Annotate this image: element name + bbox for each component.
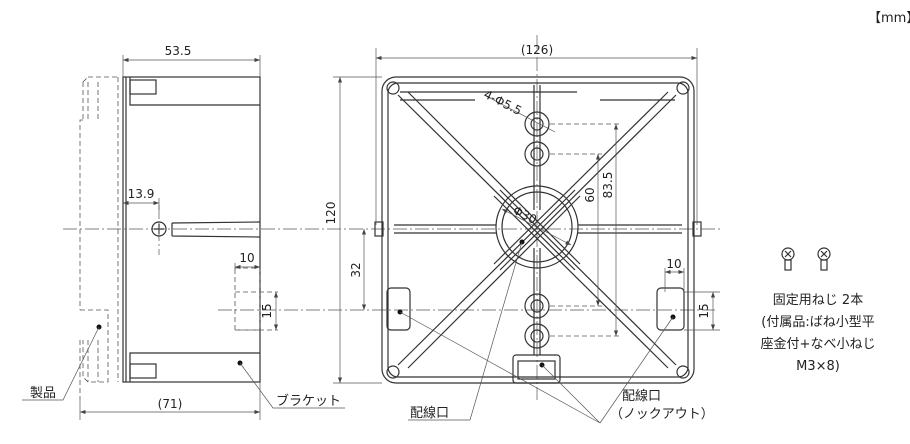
- dim-height: 120: [324, 202, 338, 225]
- wiring-port-label: 配線口: [410, 405, 449, 421]
- dim-pitch-inner: 60: [583, 187, 597, 202]
- accessory-screws-icon: [781, 247, 831, 271]
- accessory-line-3: 座金付+なべ小ねじ: [761, 336, 876, 352]
- dim-front-slot-width: 10: [666, 257, 681, 271]
- bracket-leader: [239, 362, 345, 409]
- front-view: [333, 48, 720, 424]
- knockout-label-1: 配線口: [622, 388, 661, 404]
- center-wiring-hole: [495, 185, 579, 269]
- bracket-body: [122, 76, 261, 383]
- accessory-line-4: M3×8): [796, 359, 840, 374]
- dim-offset: 32: [349, 262, 363, 277]
- right-knockout-slot: [656, 287, 685, 331]
- dim-overall-width: (126): [521, 43, 553, 57]
- product-label: 製品: [30, 386, 56, 401]
- bottom-knockout: [512, 354, 561, 384]
- dim-front-slot-height: 15: [697, 303, 711, 318]
- bracket-top-tab: [129, 77, 260, 106]
- dim-side-slot-height: 15: [260, 303, 274, 318]
- bracket-slot: [171, 221, 261, 238]
- accessory-line-1: 固定用ねじ 2本: [773, 293, 863, 308]
- accessory-line-2: (付属品:ばね小型平: [761, 315, 874, 330]
- dim-screw-offset: 13.9: [128, 187, 155, 201]
- unit-label: 【mm】: [868, 11, 910, 26]
- knockout-label-2: （ノックアウト）: [610, 407, 714, 422]
- product-outline-dashed: [79, 76, 120, 400]
- side-view: [22, 55, 345, 420]
- product-leader: [22, 326, 100, 401]
- dim-total-depth: (71): [158, 397, 183, 411]
- mounting-holes: [524, 111, 550, 349]
- knockout-leaders: [399, 311, 674, 424]
- dim-side-slot-width: 10: [239, 251, 254, 265]
- wiring-port-leader: [408, 241, 523, 421]
- dim-side-width: 53.5: [165, 44, 192, 58]
- bracket-label: ブラケット: [276, 393, 341, 409]
- dim-pitch-outer: 83.5: [601, 172, 615, 199]
- diagonal-ribs: [397, 91, 677, 271]
- side-slot-dashed: [234, 267, 261, 331]
- left-knockout-slot: [386, 287, 411, 331]
